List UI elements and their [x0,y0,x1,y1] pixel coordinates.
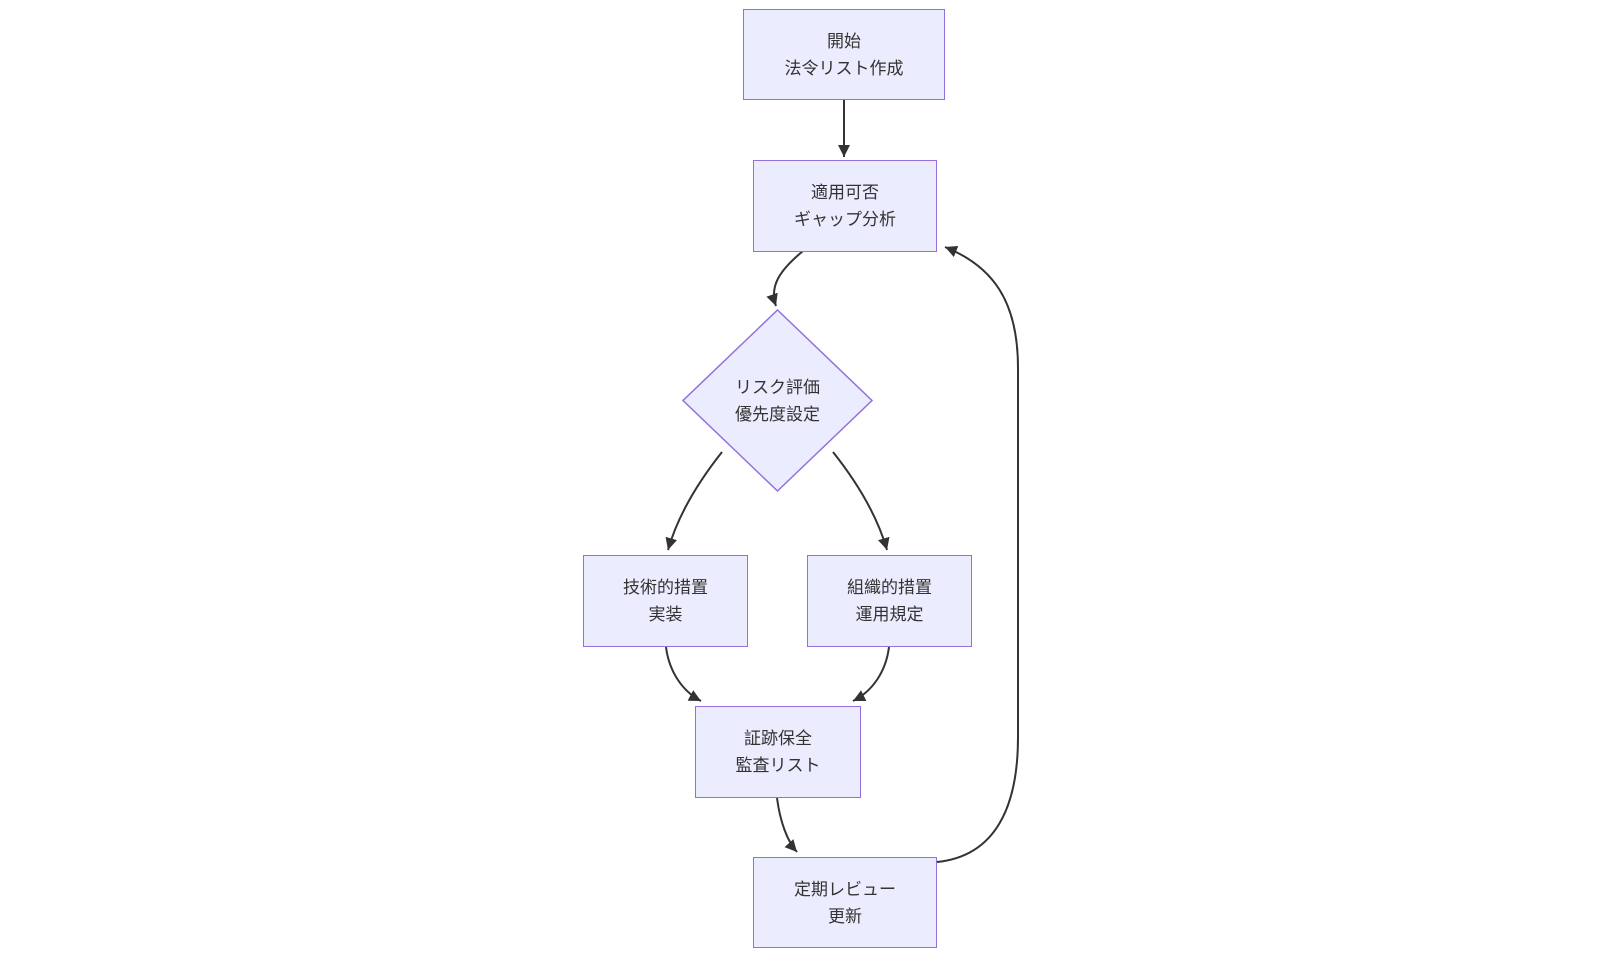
edge-tech-to-evidence [665,646,702,702]
node-risk-shape [681,308,874,493]
node-tech: 技術的措置 実装 [583,555,748,647]
node-evidence-line2: 監査リスト [735,756,821,775]
edge-org-to-evidence [852,646,890,702]
node-risk-line2: 優先度設定 [735,404,820,424]
node-risk-label: リスク評価 優先度設定 [697,369,858,432]
node-gap-line2: ギャップ分析 [794,210,896,229]
node-evidence-line1: 証跡保全 [744,729,812,748]
node-tech-line1: 技術的措置 [623,578,708,597]
edge-evidence-to-review [776,797,798,853]
node-risk-line1: リスク評価 [735,377,820,397]
node-org-line1: 組織的措置 [847,578,932,597]
node-start-line2: 法令リスト作成 [784,58,904,78]
node-review: 定期レビュー 更新 [753,857,937,948]
node-gap-line1: 適用可否 [811,183,879,202]
edge-gap-to-risk [766,250,804,307]
node-tech-line2: 実装 [648,605,683,624]
edge-review-to-gap-loop [936,245,1019,863]
node-start-line1: 開始 [827,31,861,51]
node-org: 組織的措置 運用規定 [807,555,972,647]
node-gap: 適用可否 ギャップ分析 [753,160,937,252]
edge-risk-to-tech [665,451,723,551]
node-review-line1: 定期レビュー [794,879,896,899]
edge-risk-to-org [832,451,890,551]
node-evidence: 証跡保全 監査リスト [695,706,861,798]
node-review-line2: 更新 [828,906,862,926]
node-org-line2: 運用規定 [855,605,924,624]
node-start: 開始 法令リスト作成 [743,9,945,100]
